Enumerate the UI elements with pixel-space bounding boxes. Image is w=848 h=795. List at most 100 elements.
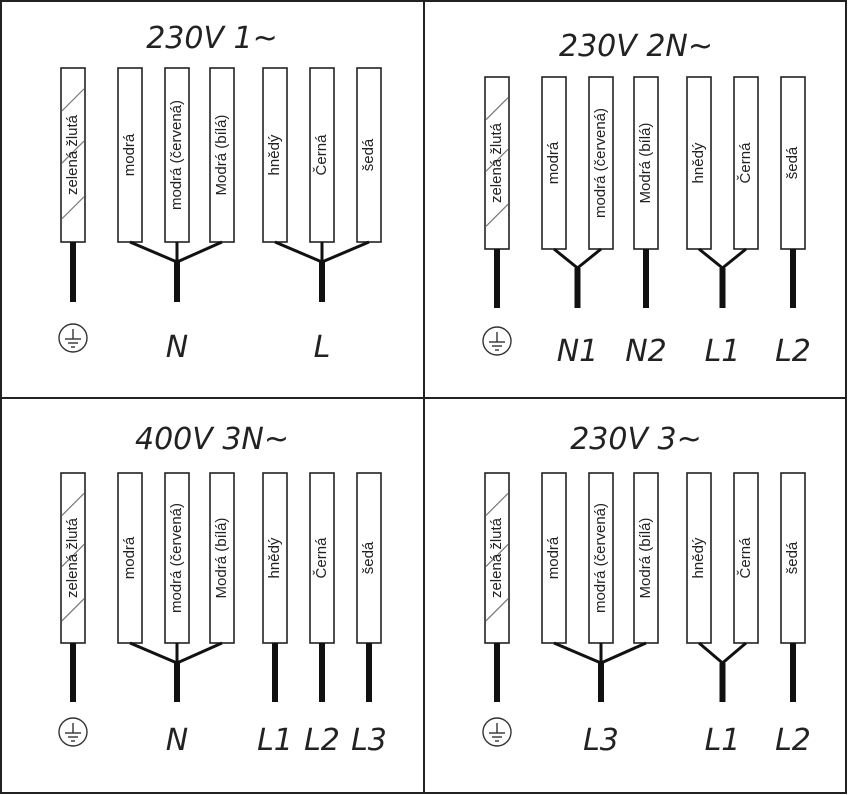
stripe — [485, 97, 509, 121]
wire-joint — [600, 641, 647, 665]
wire-sleeve — [117, 472, 143, 644]
wire-joint — [721, 641, 747, 665]
wire-joint — [698, 641, 724, 665]
wire-label: šedá — [784, 541, 801, 574]
wire: modrá (červená) — [164, 472, 190, 644]
wire-label: zelená žlutá — [488, 122, 505, 203]
wire-sleeve — [309, 67, 335, 243]
wire-label: zelená žlutá — [488, 517, 505, 598]
earth-wire: zelená žlutá — [60, 67, 86, 302]
wire-sleeve — [356, 472, 382, 644]
wire-label: Modrá (bílá) — [637, 518, 654, 599]
wire: modrá — [117, 67, 143, 243]
ground-icon — [482, 717, 512, 747]
terminal-group: N1 — [553, 247, 602, 369]
wire-sleeve — [209, 67, 235, 243]
wire-label: hnědý — [266, 134, 283, 175]
stripe — [485, 543, 509, 567]
wire: hnědý — [686, 472, 712, 644]
stripe — [61, 140, 85, 164]
wire: šedá — [780, 76, 806, 250]
earth-wire: zelená žlutá — [484, 76, 510, 308]
panel-title: 230V 1~ — [146, 21, 278, 56]
wire: modrá (červená) — [164, 67, 190, 243]
wire-label: Modrá (bílá) — [213, 518, 230, 599]
panels: 230V 1~ zelená žlutá modrá modrá (červená) M… — [58, 21, 811, 758]
wire-sleeve — [309, 472, 335, 644]
wire-sleeve — [262, 67, 288, 243]
wire-joint — [553, 247, 579, 270]
wire: modrá — [117, 472, 143, 644]
wire-label: Modrá (bílá) — [213, 115, 230, 196]
terminal-group: L1 — [257, 643, 293, 758]
wire: Modrá (bílá) — [633, 76, 659, 250]
panel-title: 400V 3N~ — [135, 422, 289, 457]
stripe — [61, 88, 85, 112]
terminal-group: N2 — [625, 249, 667, 369]
terminal-label: L2 — [304, 723, 340, 758]
stripe — [485, 148, 509, 172]
wire-sleeve — [209, 472, 235, 644]
terminal-group: L1 — [698, 641, 747, 758]
ground-icon — [58, 717, 88, 747]
wire-joint — [721, 247, 747, 270]
wire: modrá — [541, 472, 567, 644]
terminal-label: N1 — [557, 334, 599, 369]
wire: modrá (červená) — [588, 76, 614, 250]
terminal-group: L — [274, 240, 370, 365]
terminal-label: L1 — [257, 723, 293, 758]
wire-label: zelená žlutá — [64, 114, 81, 195]
wire-joint — [176, 641, 223, 665]
wire: Černá — [733, 76, 759, 250]
wire-sleeve — [60, 472, 86, 644]
terminal-group: L2 — [775, 643, 811, 758]
terminal-label: L — [314, 330, 331, 365]
wire-label: hnědý — [690, 142, 707, 183]
terminal-group: L2 — [775, 249, 811, 369]
ground-icon — [482, 326, 512, 356]
wire-sleeve — [164, 472, 190, 644]
stripe — [485, 203, 509, 227]
terminal-label: L3 — [351, 723, 387, 758]
terminal-label: L2 — [775, 334, 811, 369]
wire: šedá — [780, 472, 806, 644]
wire: hnědý — [262, 472, 288, 644]
wire-sleeve — [633, 472, 659, 644]
stripe — [61, 543, 85, 567]
wire-label: modrá — [121, 536, 138, 579]
wire: šedá — [356, 67, 382, 243]
wire-label: modrá (červená) — [168, 503, 185, 613]
wire-sleeve — [780, 472, 806, 644]
terminal-group: L3 — [553, 641, 647, 758]
wire-sleeve — [541, 472, 567, 644]
wire-label: modrá — [121, 133, 138, 176]
terminal-label: N — [166, 723, 188, 758]
wire-label: modrá — [545, 141, 562, 184]
wire: Černá — [309, 472, 335, 644]
wire-label: hnědý — [266, 537, 283, 578]
wire-label: šedá — [360, 138, 377, 171]
terminal-label: N — [166, 330, 188, 365]
wire-joint — [176, 240, 223, 264]
wire-label: Černá — [737, 537, 754, 579]
wire-label: Černá — [737, 142, 754, 184]
wire: hnědý — [262, 67, 288, 243]
terminal-group: L3 — [351, 643, 387, 758]
wire-joint — [553, 641, 602, 665]
wire-label: Modrá (bílá) — [637, 123, 654, 204]
wire-label: šedá — [784, 146, 801, 179]
wire-joint — [129, 240, 178, 264]
wire-joint — [698, 247, 724, 270]
stripe — [61, 598, 85, 622]
wire: modrá (červená) — [588, 472, 614, 644]
terminal-label: L1 — [705, 723, 741, 758]
wire-sleeve — [356, 67, 382, 243]
terminal-label: L3 — [583, 723, 619, 758]
panel-1: 230V 1~ zelená žlutá modrá modrá (červená) M… — [58, 21, 382, 365]
terminal-group: L2 — [304, 643, 340, 758]
wire-label: Černá — [313, 134, 330, 176]
wire-sleeve — [733, 76, 759, 250]
